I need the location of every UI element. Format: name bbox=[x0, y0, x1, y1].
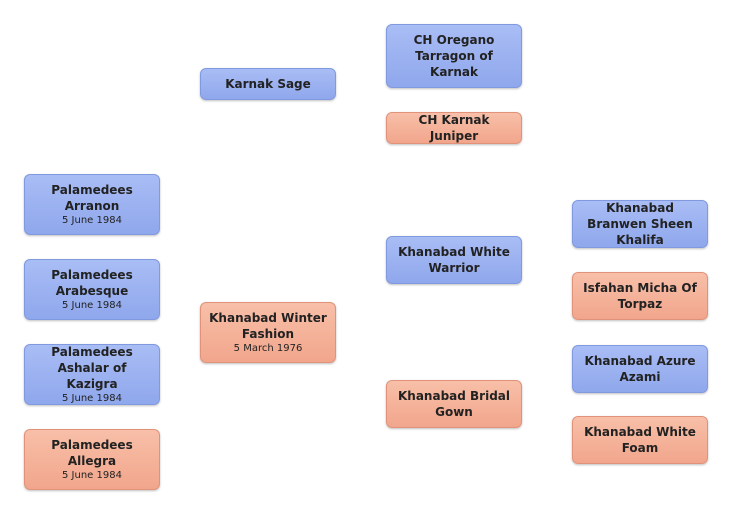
dog-box-palamedees-arranon[interactable]: Palamedees Arranon 5 June 1984 bbox=[24, 174, 160, 235]
dog-name: Khanabad White Foam bbox=[584, 425, 696, 455]
dog-box-palamedees-arabesque[interactable]: Palamedees Arabesque 5 June 1984 bbox=[24, 259, 160, 320]
dog-birth-date: 5 June 1984 bbox=[62, 393, 122, 404]
dog-name: CH Karnak Juniper bbox=[418, 113, 490, 143]
dog-name: Karnak Sage bbox=[225, 77, 311, 91]
dog-name: Palamedees Allegra bbox=[51, 438, 133, 468]
dog-name: Isfahan Micha Of Torpaz bbox=[583, 281, 697, 311]
dog-box-khanabad-azure-azami[interactable]: Khanabad Azure Azami bbox=[572, 345, 708, 393]
dog-box-khanabad-bridal-gown[interactable]: Khanabad Bridal Gown bbox=[386, 380, 522, 428]
dog-birth-date: 5 June 1984 bbox=[62, 300, 122, 311]
dog-name: CH Oregano Tarragon of Karnak bbox=[413, 33, 495, 79]
dog-box-isfahan-micha[interactable]: Isfahan Micha Of Torpaz bbox=[572, 272, 708, 320]
dog-birth-date: 5 June 1984 bbox=[62, 215, 122, 226]
dog-name: Khanabad Azure Azami bbox=[584, 354, 696, 384]
dog-birth-date: 5 June 1984 bbox=[62, 470, 122, 481]
dog-birth-date: 5 March 1976 bbox=[233, 343, 303, 354]
dog-name: Palamedees Arranon bbox=[51, 183, 133, 213]
dog-box-khanabad-white-warrior[interactable]: Khanabad White Warrior bbox=[386, 236, 522, 284]
dog-box-palamedees-allegra[interactable]: Palamedees Allegra 5 June 1984 bbox=[24, 429, 160, 490]
dog-name: Palamedees Ashalar of Kazigra bbox=[51, 345, 133, 391]
dog-box-khanabad-winter-fashion[interactable]: Khanabad Winter Fashion 5 March 1976 bbox=[200, 302, 336, 363]
dog-name: Palamedees Arabesque bbox=[51, 268, 133, 298]
dog-box-ch-oregano[interactable]: CH Oregano Tarragon of Karnak bbox=[386, 24, 522, 88]
dog-box-palamedees-ashalar[interactable]: Palamedees Ashalar of Kazigra 5 June 198… bbox=[24, 344, 160, 405]
dog-name: Khanabad Branwen Sheen Khalifa bbox=[587, 201, 693, 247]
dog-box-khanabad-white-foam[interactable]: Khanabad White Foam bbox=[572, 416, 708, 464]
dog-name: Khanabad White Warrior bbox=[398, 245, 510, 275]
dog-box-ch-karnak-juniper[interactable]: CH Karnak Juniper bbox=[386, 112, 522, 144]
dog-box-khanabad-branwen[interactable]: Khanabad Branwen Sheen Khalifa bbox=[572, 200, 708, 248]
dog-box-karnak-sage[interactable]: Karnak Sage bbox=[200, 68, 336, 100]
dog-name: Khanabad Winter Fashion bbox=[209, 311, 327, 341]
dog-name: Khanabad Bridal Gown bbox=[397, 389, 510, 419]
